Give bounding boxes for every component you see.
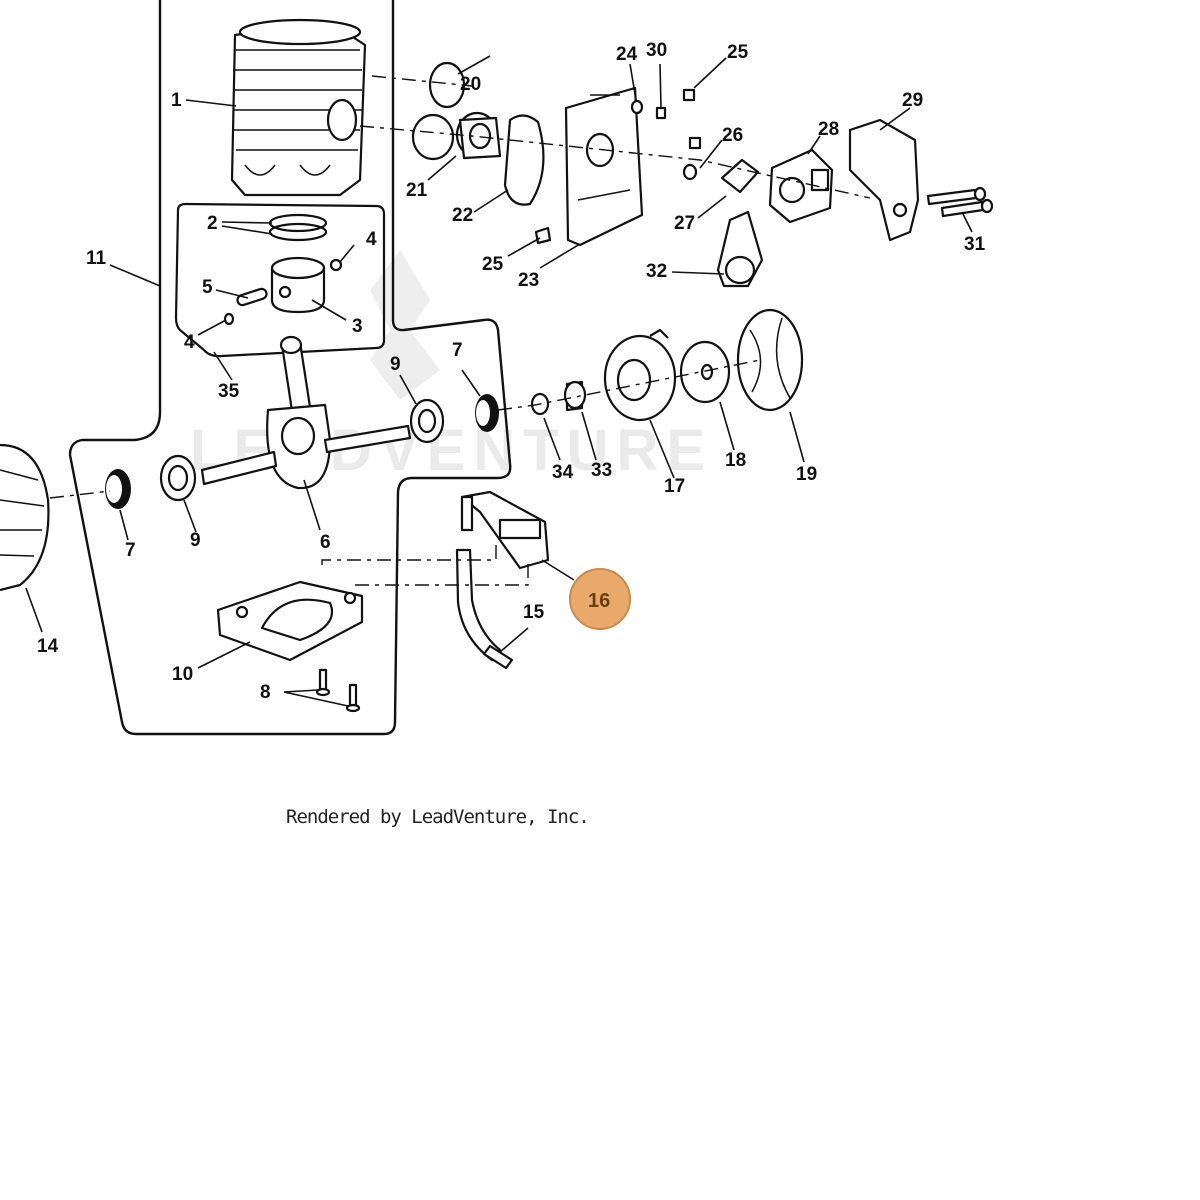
callout-24[interactable]: 24 [616, 44, 638, 65]
callout-15[interactable]: 15 [523, 602, 545, 623]
washer-24 [630, 99, 644, 115]
callout-32[interactable]: 32 [646, 261, 667, 282]
callout-14[interactable]: 14 [37, 636, 59, 657]
callout-27[interactable]: 27 [674, 213, 695, 234]
choke-lever [716, 210, 764, 288]
crankcase [216, 580, 364, 662]
piston-group-outline [174, 202, 386, 358]
clip-26 [682, 163, 698, 181]
carb-gasket [720, 158, 760, 194]
clutch-19 [736, 308, 804, 412]
cylinder [230, 18, 367, 197]
gasket-loop [503, 114, 545, 206]
callout-8[interactable]: 8 [260, 682, 271, 703]
long-bolts [926, 186, 994, 218]
screw-30 [655, 106, 667, 120]
callout-35[interactable]: 35 [218, 381, 240, 402]
assembly-centerlines [49, 75, 871, 586]
callout-4-lower[interactable]: 4 [184, 332, 195, 353]
crankshaft [200, 335, 412, 490]
piston-rings [268, 213, 328, 242]
callout-25-lower[interactable]: 25 [482, 254, 504, 275]
assembly-outline [68, 0, 512, 736]
callout-21[interactable]: 21 [406, 180, 428, 201]
callout-22[interactable]: 22 [452, 205, 473, 226]
callout-11[interactable]: 11 [86, 248, 107, 269]
bearing-right [409, 398, 445, 444]
bushing-33 [563, 380, 587, 412]
callout-5[interactable]: 5 [202, 277, 213, 298]
piston [270, 256, 326, 314]
callout-1[interactable]: 1 [171, 90, 182, 111]
callout-20[interactable]: 20 [460, 74, 481, 95]
callout-26[interactable]: 26 [722, 125, 743, 146]
leader-lines [25, 55, 973, 707]
callout-labels: 1 2 3 4 4 5 6 7 7 8 9 9 10 11 14 15 16 1… [37, 40, 986, 703]
pin-clip-lower [223, 312, 235, 326]
washer-18 [679, 340, 731, 404]
screw-26 [688, 136, 702, 150]
callout-2[interactable]: 2 [207, 213, 218, 234]
oil-seal-right [475, 394, 499, 432]
callout-7-right[interactable]: 7 [452, 340, 463, 361]
oil-pump-16 [460, 490, 550, 570]
callout-4-upper[interactable]: 4 [366, 229, 377, 250]
bearing-left [159, 454, 197, 502]
callout-18[interactable]: 18 [725, 450, 746, 471]
callout-6[interactable]: 6 [320, 532, 331, 553]
crankcase-screws [315, 668, 361, 713]
callout-9-right[interactable]: 9 [390, 354, 401, 375]
callout-28[interactable]: 28 [818, 119, 839, 140]
screw-25-lower [534, 226, 552, 245]
wrist-pin [236, 287, 268, 307]
callout-7-left[interactable]: 7 [125, 540, 136, 561]
pin-clip-upper [329, 258, 343, 272]
fan-housing-partial [0, 443, 50, 592]
callout-23[interactable]: 23 [518, 270, 539, 291]
callout-17[interactable]: 17 [664, 476, 685, 497]
washer-34 [530, 392, 550, 416]
carburetor [768, 148, 834, 224]
screw-25-upper [682, 88, 696, 102]
callout-33[interactable]: 33 [591, 460, 612, 481]
highlight-circle [569, 568, 631, 630]
callout-29[interactable]: 29 [902, 90, 923, 111]
clutch-drum-17 [603, 328, 677, 422]
callout-30[interactable]: 30 [646, 40, 667, 61]
intake-adaptor [564, 86, 644, 247]
oil-line-15 [455, 548, 514, 670]
callout-19[interactable]: 19 [796, 464, 817, 485]
callout-34[interactable]: 34 [552, 462, 574, 483]
callout-3[interactable]: 3 [352, 316, 363, 337]
hose-clamps [411, 61, 466, 161]
callout-25-upper[interactable]: 25 [727, 42, 749, 63]
filter-bracket [848, 118, 920, 242]
callout-9-left[interactable]: 9 [190, 530, 201, 551]
callout-31[interactable]: 31 [964, 234, 986, 255]
callout-10[interactable]: 10 [172, 664, 193, 685]
oil-seal-left [105, 469, 131, 509]
footer-credit: Rendered by LeadVenture, Inc. [286, 806, 590, 828]
callout-16[interactable]: 16 [588, 590, 610, 612]
